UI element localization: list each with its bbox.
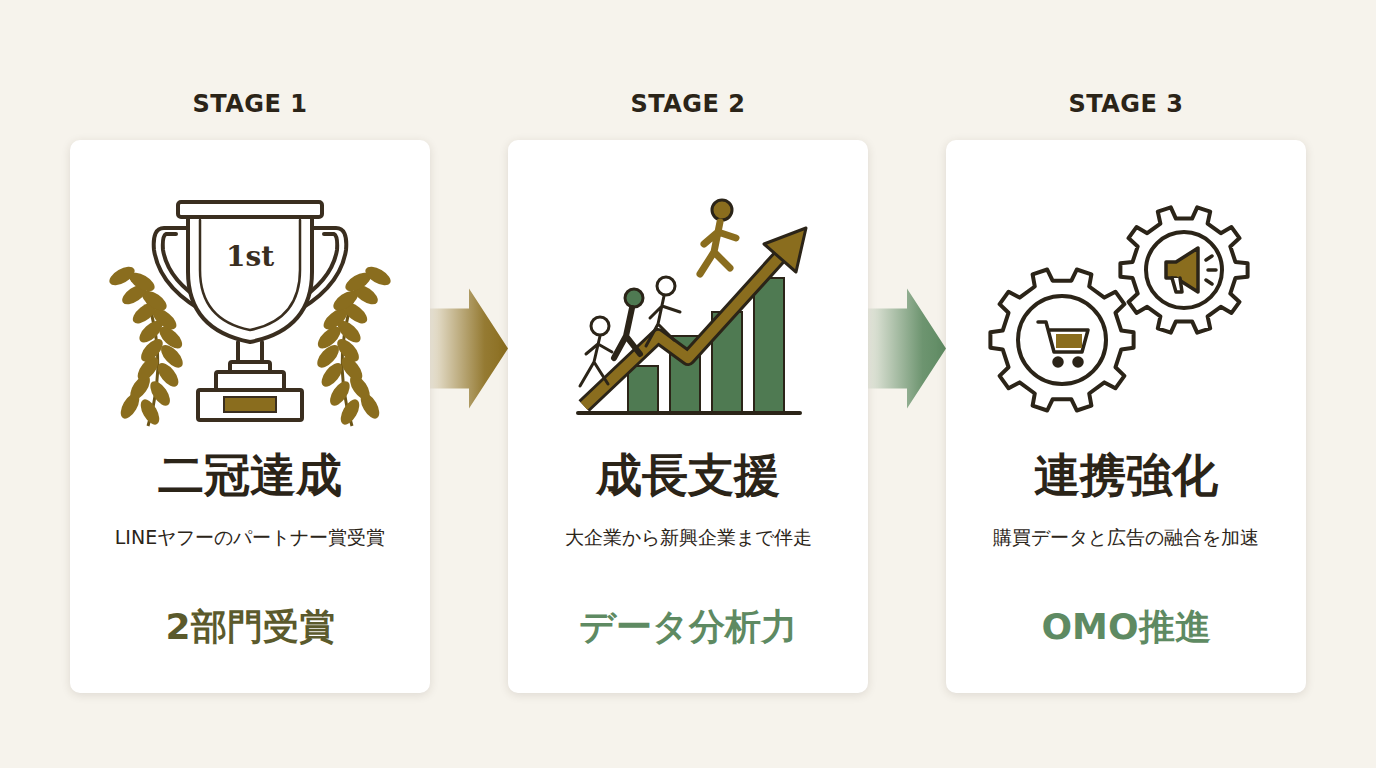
flow-arrow bbox=[430, 289, 508, 409]
rank-badge: 1st bbox=[226, 240, 274, 273]
stage-title: 連携強化 bbox=[946, 445, 1306, 507]
stage-description: 購買データと広告の融合を加速 bbox=[946, 525, 1306, 551]
stage-description: LINEヤフーのパートナー賞受賞 bbox=[70, 525, 430, 551]
stage-keyword: OMO推進 bbox=[946, 603, 1306, 652]
stage-title: 成長支援 bbox=[508, 445, 868, 507]
stage-label: STAGE 2 bbox=[508, 90, 868, 118]
flow-arrow bbox=[868, 289, 946, 409]
stage-card: STAGE 2成長支援大企業から新興企業まで伴走データ分析力 bbox=[508, 140, 868, 693]
stage-keyword: データ分析力 bbox=[508, 603, 868, 652]
trophy-icon bbox=[70, 140, 430, 440]
growth-icon bbox=[508, 140, 868, 440]
stage-title: 二冠達成 bbox=[70, 445, 430, 507]
gears-icon bbox=[946, 140, 1306, 440]
stage-label: STAGE 3 bbox=[946, 90, 1306, 118]
stage-keyword: 2部門受賞 bbox=[70, 603, 430, 652]
stage-card: STAGE 1二冠達成LINEヤフーのパートナー賞受賞2部門受賞1st bbox=[70, 140, 430, 693]
stage-label: STAGE 1 bbox=[70, 90, 430, 118]
stage-description: 大企業から新興企業まで伴走 bbox=[508, 525, 868, 551]
stage-card: STAGE 3連携強化購買データと広告の融合を加速OMO推進 bbox=[946, 140, 1306, 693]
